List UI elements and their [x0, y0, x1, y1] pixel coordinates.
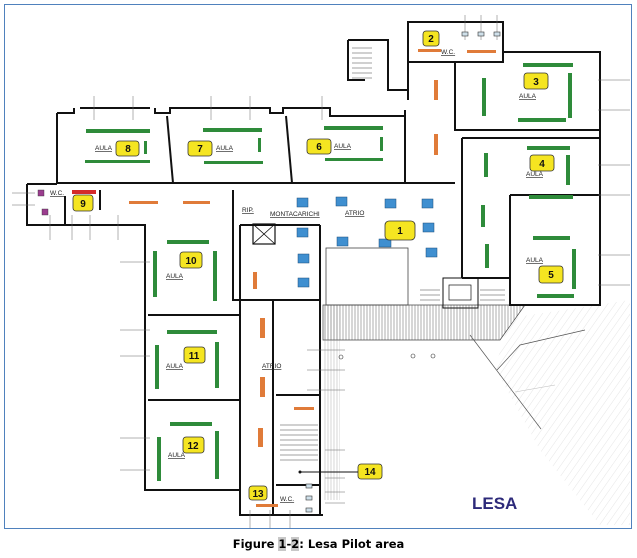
marker-purple — [41, 208, 49, 216]
svg-text:8: 8 — [125, 144, 131, 155]
room-badge-8: 8 — [115, 140, 140, 157]
room-badge-11: 11 — [183, 346, 206, 364]
desk-red — [72, 190, 96, 194]
svg-text:2: 2 — [428, 34, 434, 45]
site-name: LESA — [472, 494, 517, 513]
room-badge-5: 5 — [538, 265, 564, 284]
room-label: AULA — [95, 145, 113, 152]
room-label: AULA — [526, 257, 544, 264]
caption-chapter-number: 1 — [278, 537, 287, 551]
room-label: AULA — [334, 143, 352, 150]
figure-frame — [4, 4, 632, 529]
grid-ticks — [12, 15, 630, 528]
svg-text:13: 13 — [252, 489, 264, 500]
svg-text:3: 3 — [533, 77, 539, 88]
room-badge-10: 10 — [179, 251, 203, 269]
desks-orange — [129, 49, 496, 507]
room-label: AULA — [519, 93, 537, 100]
room-label: AULA — [216, 145, 234, 152]
room-badge-12: 12 — [182, 436, 205, 454]
room-label: ATRIO — [262, 363, 281, 370]
svg-text:9: 9 — [80, 199, 86, 210]
rip-label: RIP. — [242, 207, 254, 214]
room-label: W.C. — [280, 496, 294, 503]
room-badge-1: 1 — [384, 220, 416, 241]
room-badge-13: 13 — [248, 485, 268, 501]
stairs — [280, 47, 505, 461]
caption-dash: - — [286, 537, 292, 551]
caption-prefix: Figure — [232, 537, 279, 551]
figure-caption: Figure 1-2: Lesa Pilot area — [0, 537, 637, 551]
room-label: AULA — [166, 273, 184, 280]
room-badge-14: 14 — [357, 463, 383, 480]
room-label: ATRIO — [345, 210, 364, 217]
svg-text:7: 7 — [197, 144, 203, 155]
svg-text:12: 12 — [187, 441, 199, 452]
room-badge-4: 4 — [529, 154, 555, 172]
svg-text:1: 1 — [397, 226, 403, 237]
desks-green — [85, 63, 576, 481]
wc-fixtures — [305, 31, 501, 513]
room-badge-7: 7 — [187, 140, 213, 157]
svg-text:4: 4 — [539, 159, 545, 170]
svg-text:11: 11 — [189, 351, 200, 362]
room-badge-9: 9 — [72, 194, 94, 212]
terrace — [322, 304, 526, 500]
desks-blue — [296, 196, 438, 288]
room-label: W.C. — [50, 190, 64, 197]
room-label: W.C. — [441, 49, 455, 56]
room-label: AULA — [168, 452, 186, 459]
walls — [26, 21, 601, 516]
room-badge-6: 6 — [306, 138, 332, 155]
caption-text: : Lesa Pilot area — [299, 537, 405, 551]
svg-text:10: 10 — [185, 256, 197, 267]
montacarichi-label: MONTACARICHI — [270, 211, 320, 218]
svg-text:5: 5 — [548, 270, 554, 281]
svg-text:6: 6 — [316, 142, 322, 153]
marker-purple — [37, 189, 45, 197]
room-badge-3: 3 — [523, 72, 549, 90]
room-badges: 1 2 3 4 5 6 7 8 9 10 11 12 13 14 — [72, 30, 564, 501]
landscape-hatch — [469, 300, 630, 525]
floor-plan: AULA AULA AULA AULA AULA AULA AULA AULA … — [12, 15, 630, 528]
room-badge-2: 2 — [422, 30, 440, 47]
svg-text:14: 14 — [364, 467, 376, 478]
room-label: AULA — [166, 363, 184, 370]
room-label: AULA — [526, 171, 544, 178]
caption-figure-number: 2 — [291, 537, 300, 551]
